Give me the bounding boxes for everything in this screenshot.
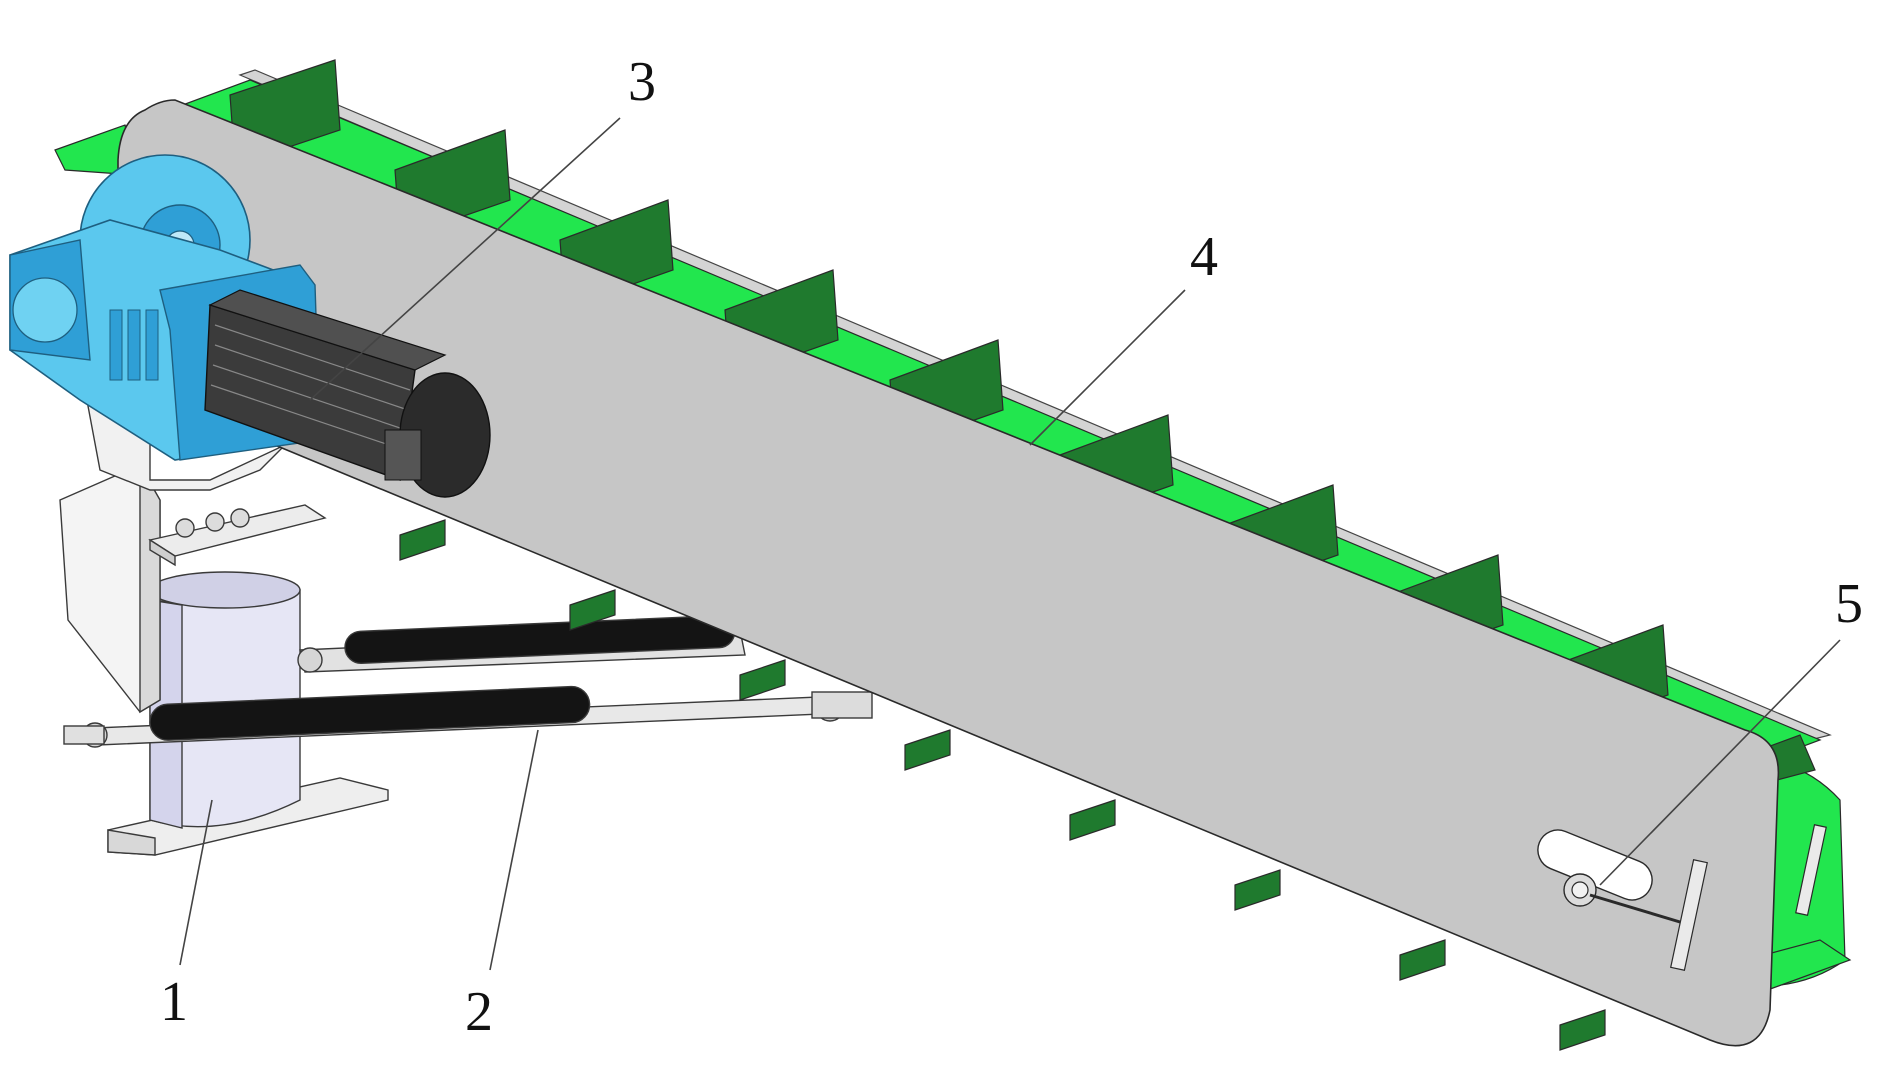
pedestal-base	[59, 388, 389, 856]
callout-number-4: 4	[1190, 226, 1218, 288]
servo-motor-gearbox	[9, 154, 491, 498]
callout-leaders	[179, 117, 1841, 971]
callout-labels: 1 2 3 4 5	[160, 51, 1863, 1043]
callout-number-2: 2	[465, 981, 493, 1043]
callout-number-3: 3	[628, 51, 656, 113]
callout-number-1: 1	[160, 971, 188, 1033]
belt-tensioner	[1563, 824, 1827, 971]
callout-number-5: 5	[1835, 573, 1863, 635]
leader-3	[309, 117, 621, 401]
leader-1	[179, 799, 213, 966]
gas-spring-strut	[63, 614, 873, 748]
leader-4	[1029, 289, 1186, 446]
leader-5	[1599, 639, 1841, 886]
side-frame-plate	[117, 99, 1780, 1047]
leader-2	[489, 729, 539, 971]
